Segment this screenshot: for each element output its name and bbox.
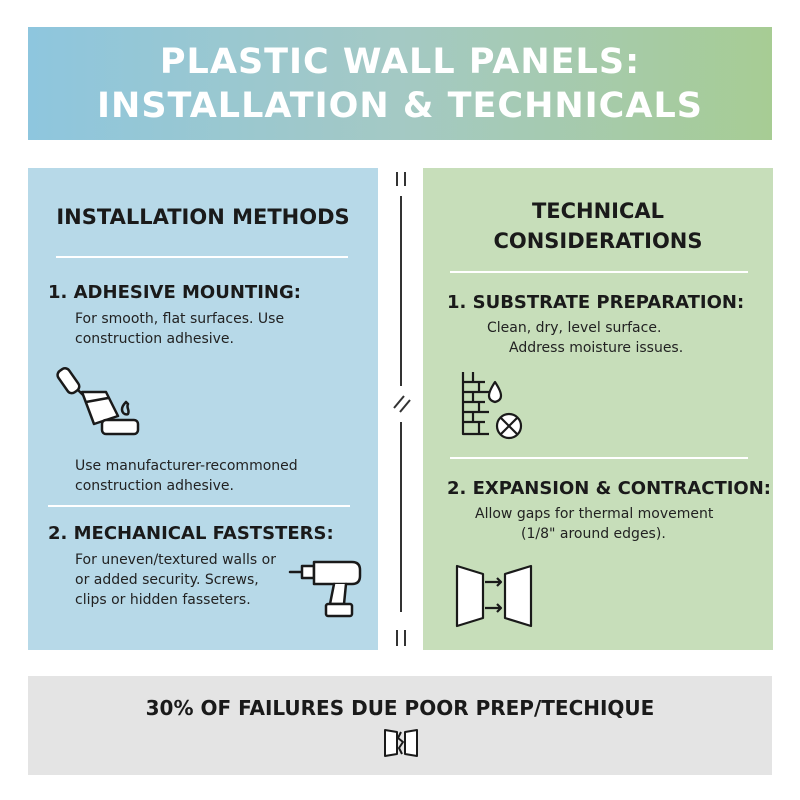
footer-banner: 30% OF FAILURES DUE POOR PREP/TECHIQUE (28, 676, 772, 775)
title-divider (56, 256, 348, 258)
putty-knife-adhesive-icon (56, 367, 140, 436)
center-divider (393, 172, 411, 646)
header-banner: PLASTIC WALL PANELS: INSTALLATION & TECH… (28, 27, 772, 140)
substrate-preparation-text-2: Address moisture issues. (509, 340, 684, 356)
expansion-contraction-title: 2. EXPANSION & CONTRACTION: (447, 478, 771, 499)
adhesive-mounting-title: 1. ADHESIVE MOUNTING: (48, 282, 301, 303)
mechanical-fasteners-text-2: or added security. Screws, (75, 572, 259, 588)
section-divider (48, 505, 350, 507)
substrate-preparation-text-1: Clean, dry, level surface. (487, 320, 662, 336)
technical-considerations-title-1: TECHNICAL (531, 199, 665, 223)
expansion-contraction-text-2: (1/8" around edges). (521, 526, 666, 542)
main-title-line1: PLASTIC WALL PANELS: (159, 41, 641, 82)
main-title-line2: INSTALLATION & TECHNICALS (97, 85, 703, 126)
section-divider (450, 457, 748, 459)
failure-statistic: 30% OF FAILURES DUE POOR PREP/TECHIQUE (145, 696, 655, 720)
installation-methods-title: INSTALLATION METHODS (56, 205, 350, 229)
expansion-contraction-text-1: Allow gaps for thermal movement (475, 506, 714, 522)
adhesive-note-text-1: Use manufacturer-recommoned (75, 458, 298, 474)
technical-considerations-panel: TECHNICAL CONSIDERATIONS 1. SUBSTRATE PR… (423, 168, 773, 650)
adhesive-mounting-text-2: construction adhesive. (75, 331, 234, 347)
mechanical-fasteners-text-1: For uneven/textured walls or (75, 552, 276, 568)
installation-methods-panel: INSTALLATION METHODS 1. ADHESIVE MOUNTIN… (28, 168, 378, 650)
adhesive-note-text-2: construction adhesive. (75, 478, 234, 494)
expansion-gap-panels-icon (455, 564, 533, 628)
adhesive-mounting-text-1: For smooth, flat surfaces. Use (75, 311, 285, 327)
mechanical-fasteners-title: 2. MECHANICAL FASTSTERS: (48, 523, 334, 544)
technical-considerations-title-2: CONSIDERATIONS (493, 229, 703, 253)
substrate-preparation-title: 1. SUBSTRATE PREPARATION: (447, 292, 745, 313)
power-drill-icon (288, 560, 362, 618)
title-divider (450, 271, 748, 273)
mechanical-fasteners-text-3: clips or hidden fasseters. (75, 592, 251, 608)
cracked-panel-icon (384, 729, 418, 757)
brick-wall-moisture-icon (461, 372, 523, 440)
